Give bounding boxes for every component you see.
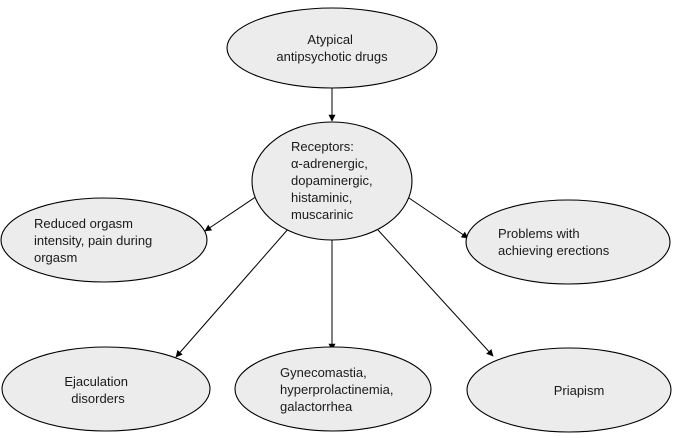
node-label-line: achieving erections [498,243,610,258]
node-label-line: Ejaculation [64,374,128,389]
node-shape [466,347,672,433]
node-shape [0,197,208,283]
node-priapism: Priapism [466,347,672,433]
node-shape [465,199,671,285]
node-shape [251,121,413,241]
node-label-line: Gynecomastia, [280,365,367,380]
node-label-line: Reduced orgasm [34,216,133,231]
node-receptors: Receptors: α-adrenergic, dopaminergic, h… [251,121,413,241]
node-label-line: hyperprolactinemia, [280,382,393,397]
node-label-line: α-adrenergic, [291,156,368,171]
edges-layer [175,88,494,358]
edge-receptors-to-priapism [377,229,494,357]
node-shape [1,346,211,432]
node-label: Problems with achieving erections [498,226,610,258]
node-shape [226,7,438,89]
nodes-layer: Atypical antipsychotic drugs Receptors: … [0,7,672,433]
node-label: Priapism [554,383,605,398]
node-label-line: Receptors: [291,139,354,154]
node-problems-achieving-erections: Problems with achieving erections [465,199,671,285]
node-label: Receptors: α-adrenergic, dopaminergic, h… [291,139,376,222]
edge-receptors-to-erections [408,197,469,239]
node-label: Gynecomastia, hyperprolactinemia, galact… [280,365,397,414]
node-gynecomastia: Gynecomastia, hyperprolactinemia, galact… [234,346,432,432]
node-label-line: antipsychotic drugs [276,49,388,64]
node-label: Reduced orgasm intensity, pain during or… [34,216,156,265]
node-reduced-orgasm: Reduced orgasm intensity, pain during or… [0,197,208,283]
node-label-line: disorders [71,391,125,406]
node-label-line: Priapism [554,383,605,398]
edge-receptors-to-ejaculation [175,227,290,358]
node-label: Atypical antipsychotic drugs [276,32,388,64]
node-label: Ejaculation disorders [64,374,131,406]
node-label-line: muscarinic [291,207,354,222]
node-label-line: Problems with [498,226,580,241]
node-label-line: dopaminergic, [291,173,373,188]
node-shape [234,346,432,432]
node-label-line: orgasm [34,250,77,265]
node-ejaculation-disorders: Ejaculation disorders [1,346,211,432]
edge-receptors-to-reduced-orgasm [204,195,258,232]
node-atypical-antipsychotic-drugs: Atypical antipsychotic drugs [226,7,438,89]
node-label-line: histaminic, [291,190,352,205]
node-label-line: galactorrhea [280,399,353,414]
node-label-line: Atypical [307,32,353,47]
node-label-line: intensity, pain during [34,233,152,248]
